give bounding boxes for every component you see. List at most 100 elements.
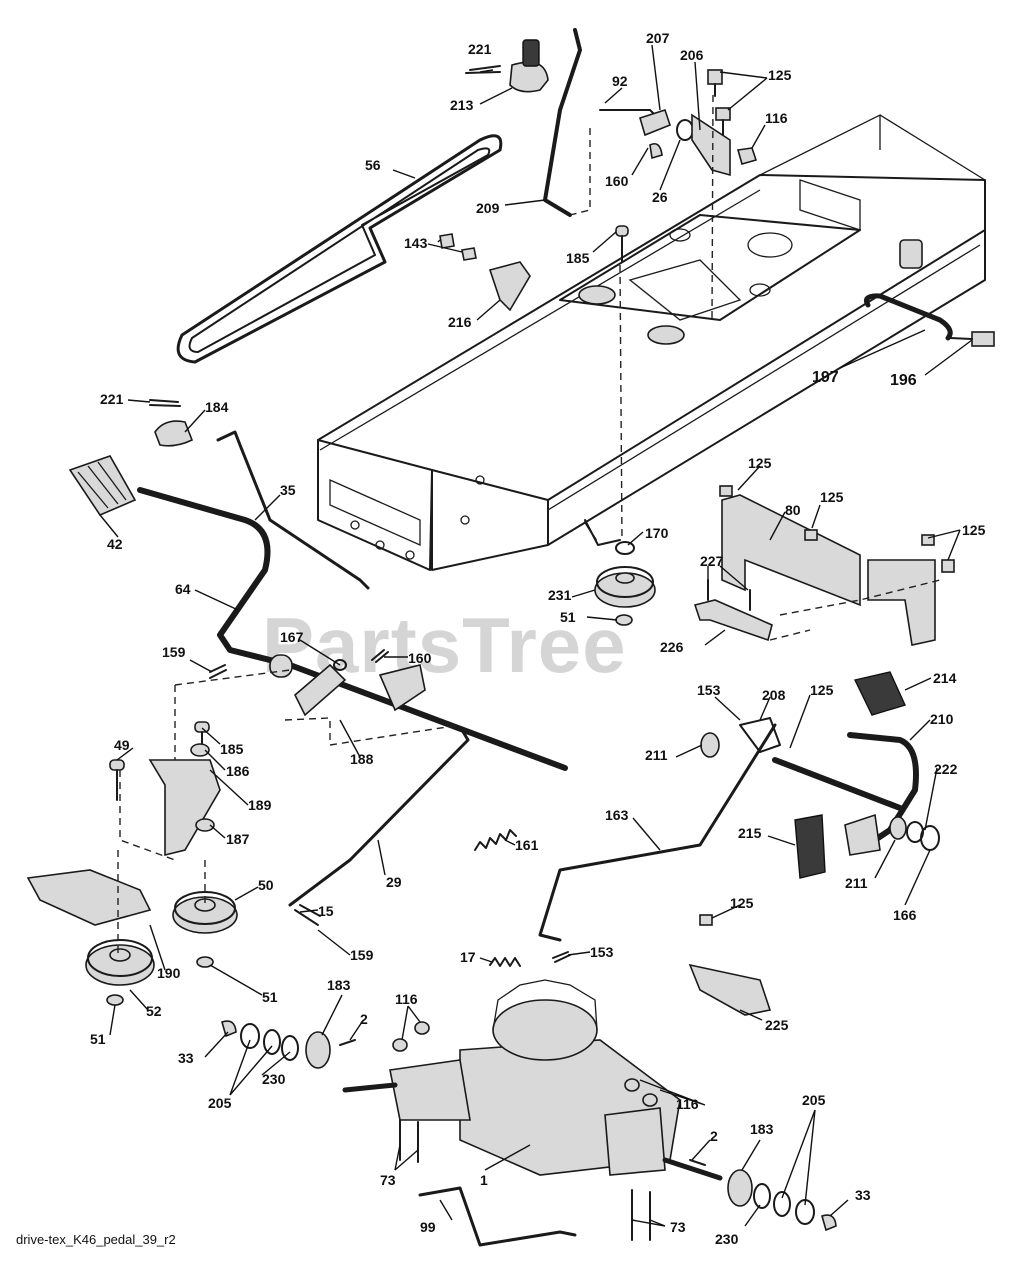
callout-227: 227 xyxy=(700,553,724,569)
callout-49: 49 xyxy=(114,737,130,753)
diagram-code: drive-tex_K46_pedal_39_r2 xyxy=(16,1232,176,1247)
callout-116-top: 116 xyxy=(765,110,788,126)
rod-99 xyxy=(418,1186,577,1247)
callout-208: 208 xyxy=(762,687,786,703)
rod-29 xyxy=(288,728,470,907)
callout-185-top: 185 xyxy=(566,250,590,266)
callout-125-bracket80b: 125 xyxy=(820,489,844,505)
callout-153-lower: 153 xyxy=(590,944,614,960)
left-axle-hardware xyxy=(221,1020,356,1069)
callout-52: 52 xyxy=(146,1003,162,1019)
callout-189: 189 xyxy=(248,797,272,813)
callout-160-top: 160 xyxy=(605,173,629,189)
callout-125-bracket80a: 125 xyxy=(748,455,772,471)
callout-206: 206 xyxy=(680,47,704,63)
callout-207: 207 xyxy=(646,30,670,46)
assembly-dash-lines xyxy=(117,94,941,955)
rod-163 xyxy=(538,723,777,942)
callout-51-pulley50: 51 xyxy=(262,989,278,1005)
callout-51-pulley231: 51 xyxy=(560,609,576,625)
callout-163: 163 xyxy=(605,807,629,823)
callout-225: 225 xyxy=(765,1017,789,1033)
callout-230-right: 230 xyxy=(715,1231,739,1247)
callout-226: 226 xyxy=(660,639,684,655)
callout-labels: 221 213 56 92 207 206 125 116 160 26 209… xyxy=(90,30,986,1247)
callout-161: 161 xyxy=(515,837,539,853)
callout-213: 213 xyxy=(450,97,474,113)
callout-205-right: 205 xyxy=(802,1092,826,1108)
bracket-226 xyxy=(693,579,773,642)
callout-167: 167 xyxy=(280,629,304,645)
callout-15: 15 xyxy=(318,903,334,919)
callout-183-left: 183 xyxy=(327,977,351,993)
callout-116-left: 116 xyxy=(395,991,418,1007)
callout-2-left: 2 xyxy=(360,1011,368,1027)
cross-shaft-group xyxy=(209,649,568,771)
transaxle xyxy=(342,979,723,1241)
callout-215: 215 xyxy=(738,825,762,841)
callout-125-top: 125 xyxy=(768,67,792,83)
callout-26: 26 xyxy=(652,189,668,205)
spring-161 xyxy=(474,829,517,851)
callout-73-left: 73 xyxy=(380,1172,396,1188)
callout-210: 210 xyxy=(930,711,954,727)
clip-159-lower xyxy=(294,904,321,926)
rod-197 xyxy=(864,293,995,347)
callout-92: 92 xyxy=(612,73,628,89)
frame-chassis xyxy=(317,113,986,571)
callout-125-bracket80c: 125 xyxy=(962,522,986,538)
callout-184: 184 xyxy=(205,399,229,415)
callout-209: 209 xyxy=(476,200,500,216)
callout-221-top: 221 xyxy=(468,41,492,57)
callout-33-right: 33 xyxy=(855,1187,871,1203)
callout-143: 143 xyxy=(404,235,428,251)
callout-42: 42 xyxy=(107,536,123,552)
callout-197: 197 xyxy=(812,369,839,386)
callout-159-lower: 159 xyxy=(350,947,374,963)
clip-153-lower xyxy=(552,951,571,963)
callout-166: 166 xyxy=(893,907,917,923)
callout-29: 29 xyxy=(386,874,402,890)
callout-80: 80 xyxy=(785,502,801,518)
callout-116-right: 116 xyxy=(676,1096,699,1112)
callout-190: 190 xyxy=(157,965,181,981)
drive-belt xyxy=(176,134,503,364)
bracket-80 xyxy=(719,485,955,646)
upper-bracket-group xyxy=(599,69,758,177)
callout-211-left: 211 xyxy=(645,747,668,763)
callout-214: 214 xyxy=(933,670,957,686)
callout-64: 64 xyxy=(175,581,191,597)
callout-231: 231 xyxy=(548,587,572,603)
callout-2-right: 2 xyxy=(710,1128,718,1144)
pulley-231 xyxy=(584,519,656,626)
plate-190 xyxy=(26,869,152,926)
callout-183-right: 183 xyxy=(750,1121,774,1137)
idler-bracket-189 xyxy=(109,721,221,857)
callout-33-left: 33 xyxy=(178,1050,194,1066)
callout-188: 188 xyxy=(350,751,374,767)
spring-17 xyxy=(489,957,521,967)
leader-lines xyxy=(99,44,973,1227)
callout-186: 186 xyxy=(226,763,250,779)
callout-185-mid: 185 xyxy=(220,741,244,757)
callout-56: 56 xyxy=(365,157,381,173)
callout-51-pulley52: 51 xyxy=(90,1031,106,1047)
callout-50: 50 xyxy=(258,877,274,893)
callout-211-right: 211 xyxy=(845,875,868,891)
bracket-216-group xyxy=(439,225,629,312)
lift-lever-rod xyxy=(543,28,582,217)
callout-73-right: 73 xyxy=(670,1219,686,1235)
callout-99: 99 xyxy=(420,1219,436,1235)
callout-153-upper: 153 xyxy=(697,682,721,698)
callout-17: 17 xyxy=(460,949,476,965)
callout-216: 216 xyxy=(448,314,472,330)
lift-knob xyxy=(465,39,549,93)
callout-170: 170 xyxy=(645,525,669,541)
callout-160-mid: 160 xyxy=(408,650,432,666)
pulley-50 xyxy=(172,891,238,968)
callout-205-left: 205 xyxy=(208,1095,232,1111)
callout-159-upper: 159 xyxy=(162,644,186,660)
pulley-52 xyxy=(85,939,155,1006)
callout-125-plate225: 125 xyxy=(730,895,754,911)
